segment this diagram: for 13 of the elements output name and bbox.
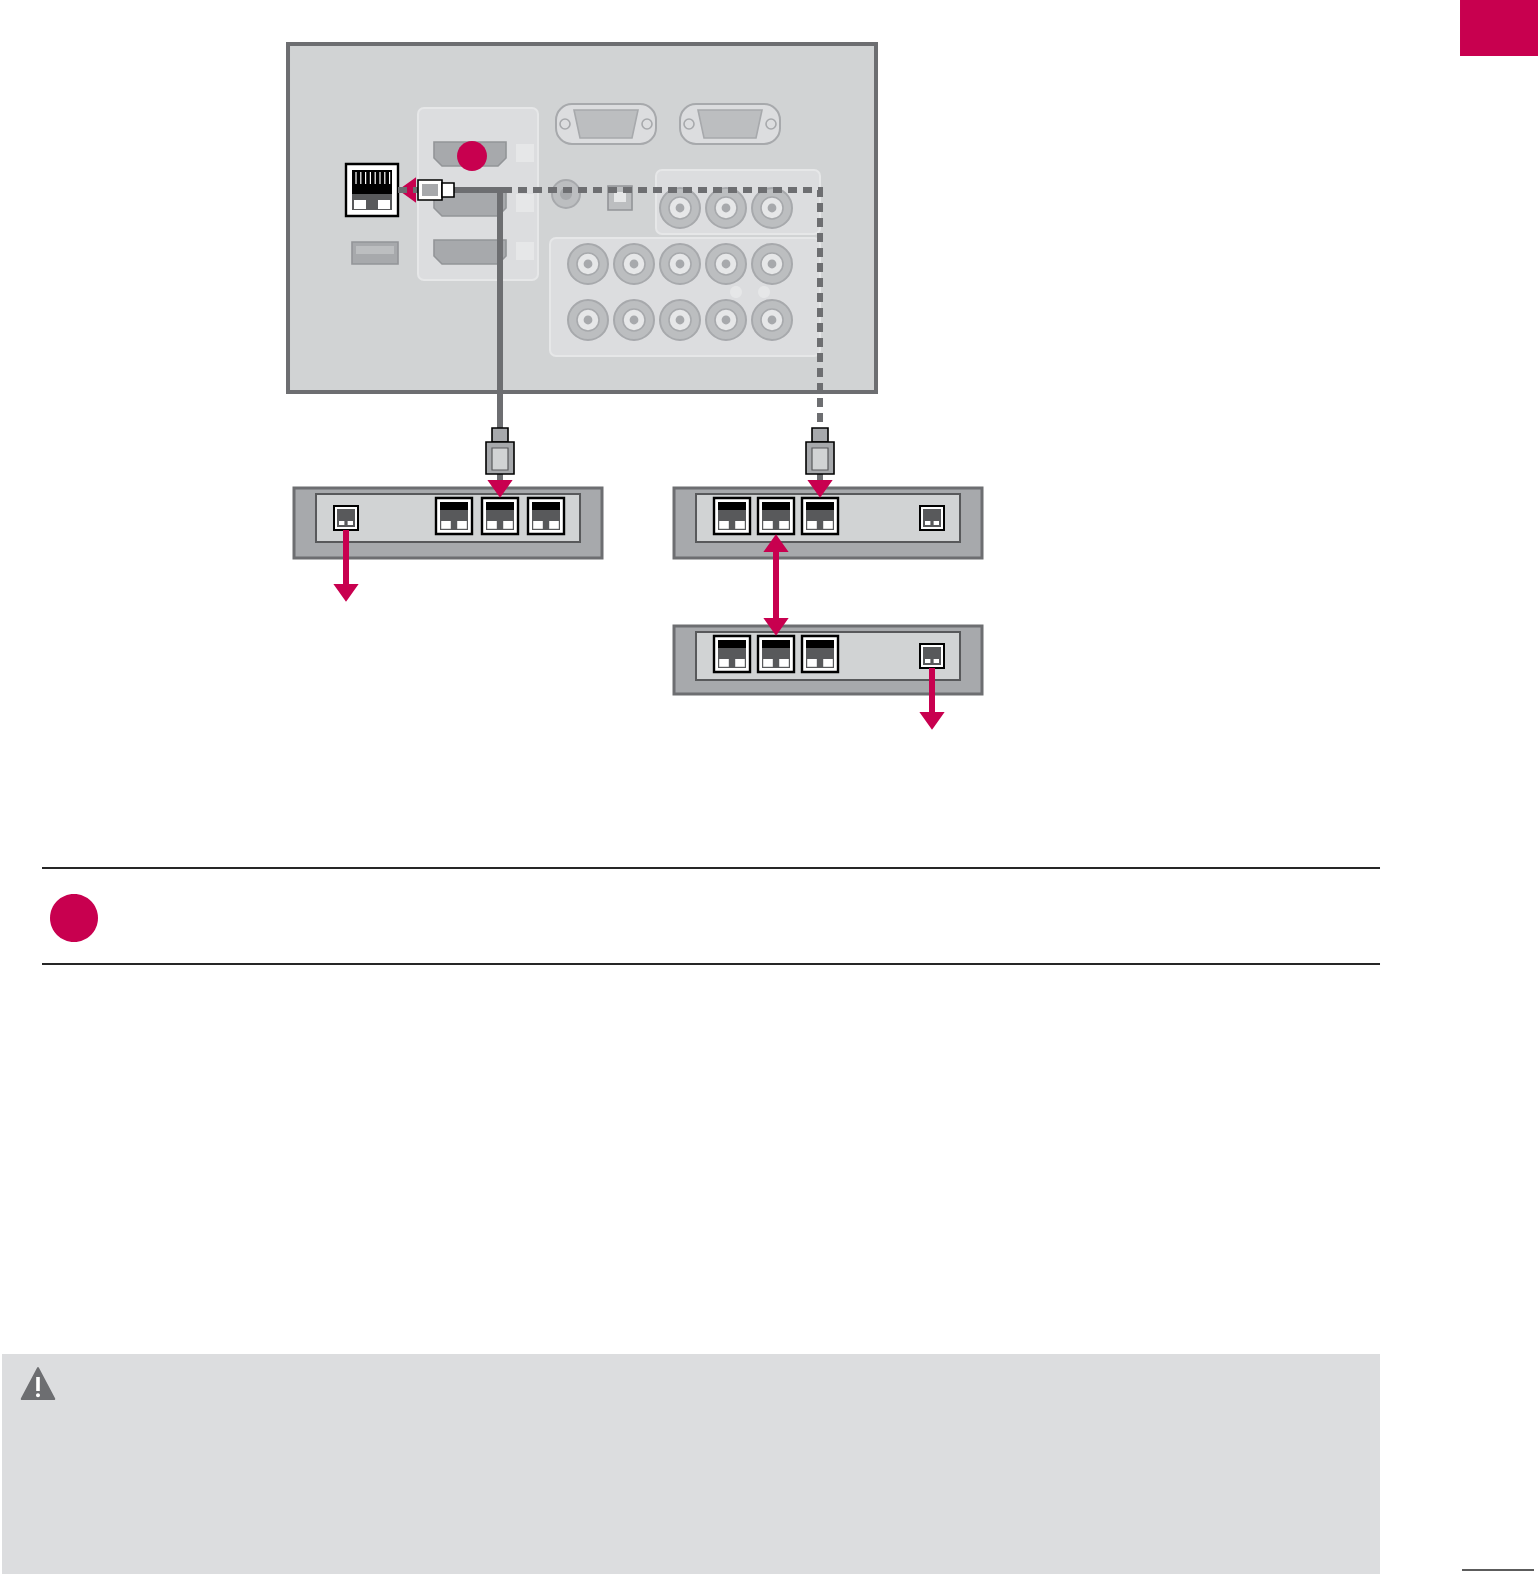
small-port <box>919 505 945 531</box>
network-port <box>712 634 752 674</box>
network-port <box>480 496 520 536</box>
network-port <box>526 496 566 536</box>
network-port <box>800 634 840 674</box>
network-port <box>800 496 840 536</box>
small-port <box>919 643 945 669</box>
network-port <box>756 634 796 674</box>
network-port <box>712 496 752 536</box>
lan-port <box>344 162 400 218</box>
network-port <box>756 496 796 536</box>
small-port <box>333 505 359 531</box>
network-port <box>434 496 474 536</box>
